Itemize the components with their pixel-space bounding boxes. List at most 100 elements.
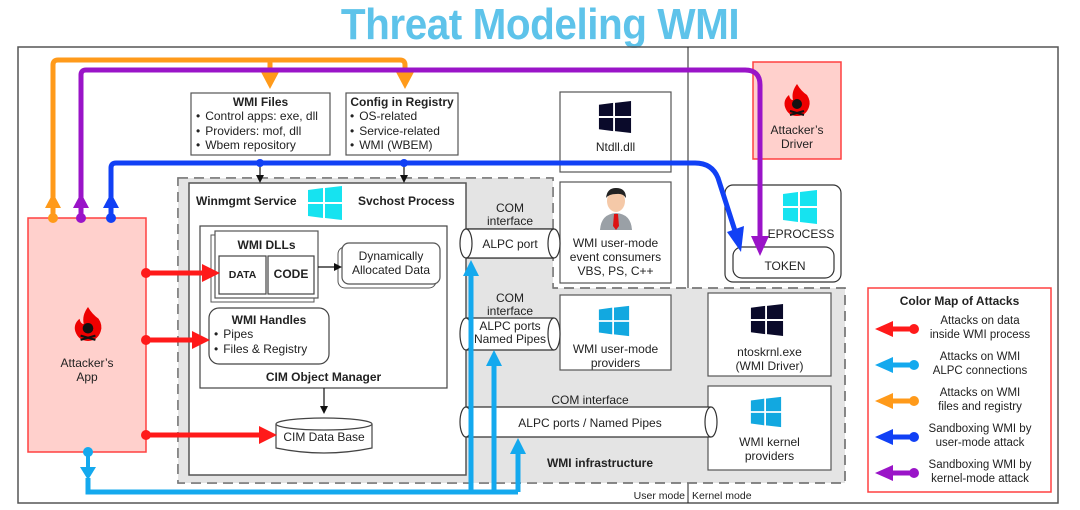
legend-item: Sandboxing WMI by kernel-mode attack [910,458,1050,486]
cim-object-manager-label: CIM Object Manager [265,370,382,384]
config-registry-heading: Config in Registry [350,95,454,109]
orange-attack-line [50,57,408,218]
alpc-ports-named-pipes-long-pipe [459,406,718,438]
red-attack-arrow-handles [141,331,210,349]
alpc-port-pipe [459,228,561,259]
wmi-handles-item: Files & Registry [214,342,307,357]
legend-arrow-4 [875,465,919,481]
ntoskrnl-line1: ntoskrnl.exe [737,345,802,359]
dll-data-box [218,255,267,295]
flame-skull-icon [784,84,810,116]
legend-item-line1: Sandboxing WMI by [928,423,1032,435]
wmi-handles-list: Pipes Files & Registry [214,327,307,356]
config-registry-item: WMI (WBEM) [350,138,440,153]
wmi-files-item: Control apps: exe, dll [196,109,318,124]
dynamic-data-line2: Allocated Data [351,263,431,277]
legend-item: Attacks on WMI ALPC connections [910,350,1050,378]
attackers-driver-line1: Attacker’s [770,123,824,137]
legend-item-line1: Attacks on WMI [939,387,1021,399]
token-box [732,246,835,279]
legend-item-line1: Attacks on data [940,315,1020,327]
com1-line2: interface [486,214,534,228]
ntoskrnl-label: ntoskrnl.exe (WMI Driver) [708,345,831,373]
legend-item-line1: Sandboxing WMI by [928,459,1032,471]
legend-title: Color Map of Attacks [899,294,1020,308]
orange-arrowhead-registry [396,72,414,89]
svchost-process-label: Svchost Process [358,194,455,208]
dll-data-label: DATA [228,269,257,281]
windows-logo-icon [750,303,784,337]
legend-arrow-0 [875,321,919,337]
winmgmt-service-label: Winmgmt Service [196,194,297,208]
dll-code-label: CODE [273,267,309,281]
alpc-named-pipes-label: ALPC ports Named Pipes [466,320,554,346]
attackers-app-line1: Attacker’s [60,356,114,370]
legend-item: Attacks on data inside WMI process [910,314,1050,342]
alpc-port-label: ALPC port [482,237,538,251]
legend-box [867,287,1052,493]
outer-frame [17,46,1059,504]
wmi-files-list: Control apps: exe, dll Providers: mof, d… [196,109,318,153]
com2-pipe-line2: Named Pipes [473,332,547,346]
orange-arrowhead-wmi-files [261,72,279,89]
com2-line2: interface [486,304,534,318]
legend-item-line2: files and registry [938,401,1022,413]
legend-arrow-1 [875,357,919,373]
wmi-files-item: Providers: mof, dll [196,124,318,139]
windows-logo-icon [783,190,817,224]
wmi-infrastructure-label: WMI infrastructure [546,456,653,470]
wmi-handles-item: Pipes [214,327,307,342]
legend-item: Sandboxing WMI by user-mode attack [910,422,1050,450]
wmi-dlls-heading: WMI DLLs [237,238,296,252]
event-consumers-line2: event consumers [569,250,662,264]
alpc-ports-named-pipes-label: ALPC ports / Named Pipes [518,416,662,430]
com2-pipe-line1: ALPC ports [479,319,541,333]
purple-attack-line [78,67,763,238]
com1-line1: COM [496,201,524,215]
attackers-driver-line2: Driver [781,137,813,151]
com-interface-label-3: COM interface [551,393,629,407]
attackers-driver-label: Attacker’s Driver [753,123,841,151]
legend-item-line2: ALPC connections [932,365,1028,377]
legend-arrow-2 [875,393,919,409]
wmi-files-heading: WMI Files [232,95,289,109]
user-providers-line1: WMI user-mode [572,342,659,356]
kernel-providers-line2: providers [744,449,795,463]
event-consumers-label: WMI user-mode event consumers VBS, PS, C… [560,236,671,278]
kernel-mode-label: Kernel mode [692,490,752,502]
windows-logo-icon [598,100,632,134]
cim-database-cylinder [275,417,373,454]
dynamic-data-line1: Dynamically [358,249,424,263]
cim-database-label: CIM Data Base [283,430,365,444]
com2-line1: COM [496,291,524,305]
com-interface-label-2: COM interface [470,292,550,318]
com-interface-label-1: COM interface [470,202,550,228]
alpc-named-pipes-pipe [459,317,561,351]
attackers-app-label: Attacker’s App [28,356,146,384]
legend-item: Attacks on WMI files and registry [910,386,1050,414]
config-registry-item: Service-related [350,124,440,139]
attackers-app-line2: App [76,370,98,384]
legend-item-line2: inside WMI process [929,329,1031,341]
blue-arrowhead-token [727,226,744,252]
ntdll-label: Ntdll.dll [595,140,636,154]
event-consumers-line1: WMI user-mode [572,236,659,250]
user-providers-label: WMI user-mode providers [560,342,671,370]
wmi-handles-heading: WMI Handles [231,313,307,327]
legend-item-line2: kernel-mode attack [931,473,1029,485]
token-label: TOKEN [764,259,806,273]
page-title: Threat Modeling WMI [340,0,740,49]
user-providers-line2: providers [590,356,641,370]
wmi-files-item: Wbem repository [196,138,318,153]
windows-logo-icon [308,186,342,220]
kernel-providers-line1: WMI kernel [739,435,800,449]
dynamic-data-box [341,242,441,285]
red-attack-arrow-dll [141,264,220,282]
red-attack-arrow-database [141,426,277,444]
legend-item-line2: user-mode attack [935,437,1025,449]
legend-item-line1: Attacks on WMI [939,351,1021,363]
ntoskrnl-line2: (WMI Driver) [735,359,804,373]
legend-arrow-3 [875,429,919,445]
purple-arrowhead-token [751,236,769,256]
